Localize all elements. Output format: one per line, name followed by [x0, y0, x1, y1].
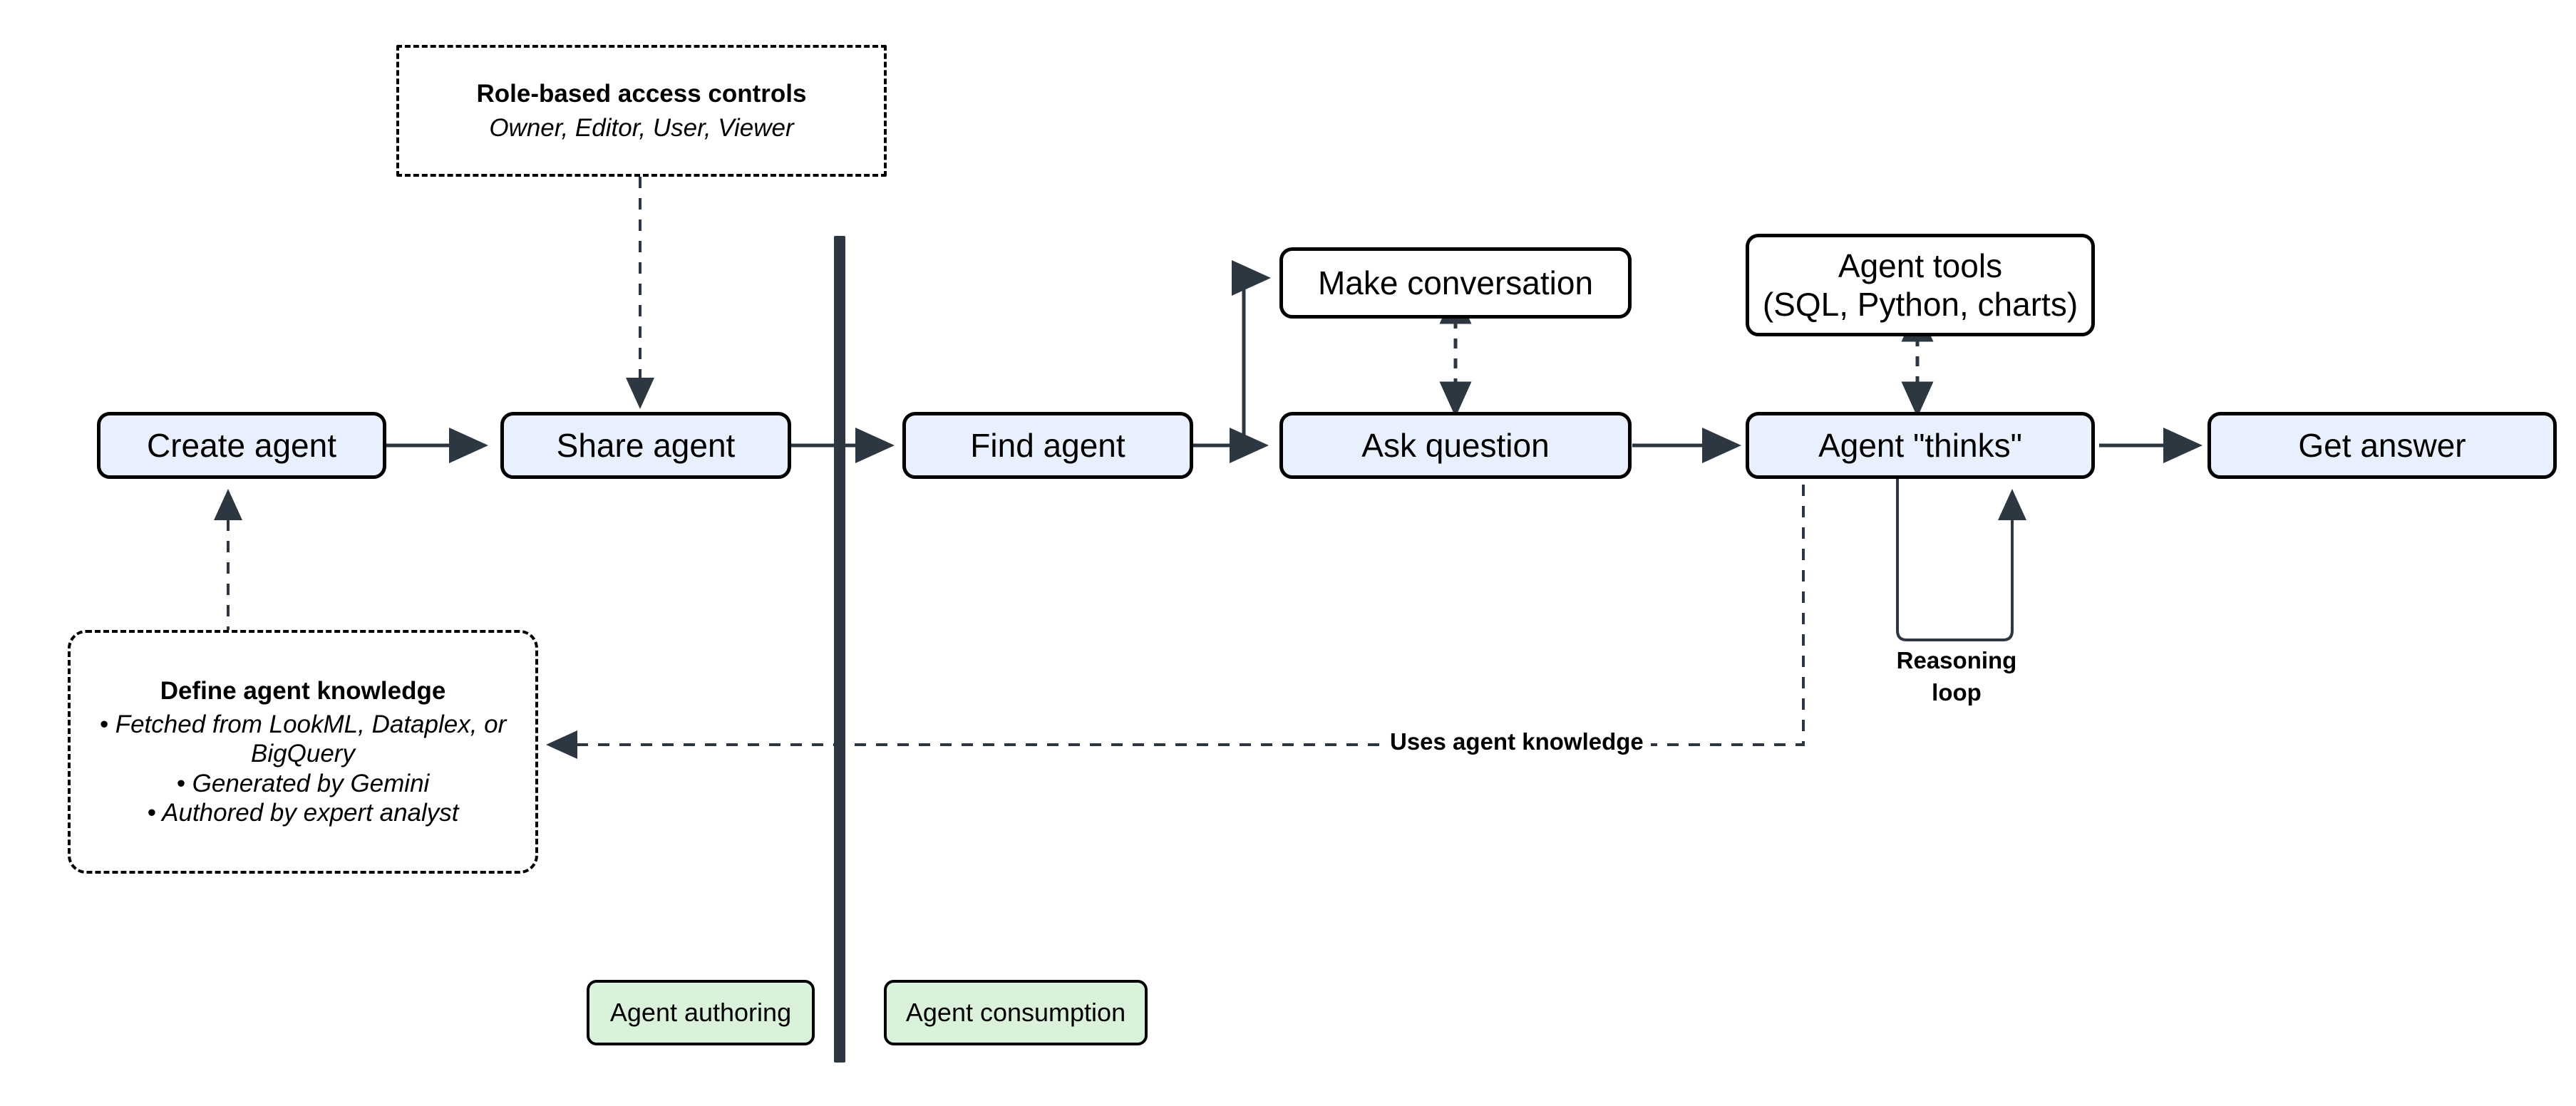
knowledge-bullet-0: • Fetched from LookML, Dataplex, or BigQ…: [99, 710, 507, 768]
node-find-agent[interactable]: Find agent: [902, 412, 1193, 479]
note-define-agent-knowledge: Define agent knowledge • Fetched from Lo…: [68, 630, 538, 874]
node-share-agent[interactable]: Share agent: [500, 412, 791, 479]
knowledge-note-bullets: • Fetched from LookML, Dataplex, or BigQ…: [83, 710, 522, 827]
knowledge-bullet-1: • Generated by Gemini: [176, 769, 430, 797]
legend-agent-consumption: Agent consumption: [884, 980, 1148, 1045]
legend-agent-authoring: Agent authoring: [587, 980, 815, 1045]
edge-reasoning-loop: [1896, 479, 2026, 641]
edge-label-uses-agent-knowledge: Uses agent knowledge: [1383, 728, 1651, 755]
knowledge-bullet-2: • Authored by expert analyst: [147, 798, 459, 827]
edge-label-reasoning-loop: Reasoning loop: [1896, 647, 2017, 706]
note-role-based-access-controls: Role-based access controls Owner, Editor…: [396, 45, 887, 177]
edge-find-to-make-conversation: [1205, 260, 1271, 448]
knowledge-note-title: Define agent knowledge: [160, 676, 446, 705]
node-ask-question[interactable]: Ask question: [1279, 412, 1632, 479]
edge-uses-agent-knowledge: [546, 485, 1805, 759]
node-get-answer[interactable]: Get answer: [2207, 412, 2557, 479]
node-create-agent[interactable]: Create agent: [97, 412, 386, 479]
rbac-note-title: Role-based access controls: [476, 80, 807, 108]
rbac-note-subtitle: Owner, Editor, User, Viewer: [489, 113, 794, 142]
phase-divider: [834, 236, 845, 1063]
node-make-conversation[interactable]: Make conversation: [1279, 247, 1632, 319]
node-agent-tools[interactable]: Agent tools (SQL, Python, charts): [1746, 234, 2095, 336]
node-agent-thinks[interactable]: Agent "thinks": [1746, 412, 2095, 479]
